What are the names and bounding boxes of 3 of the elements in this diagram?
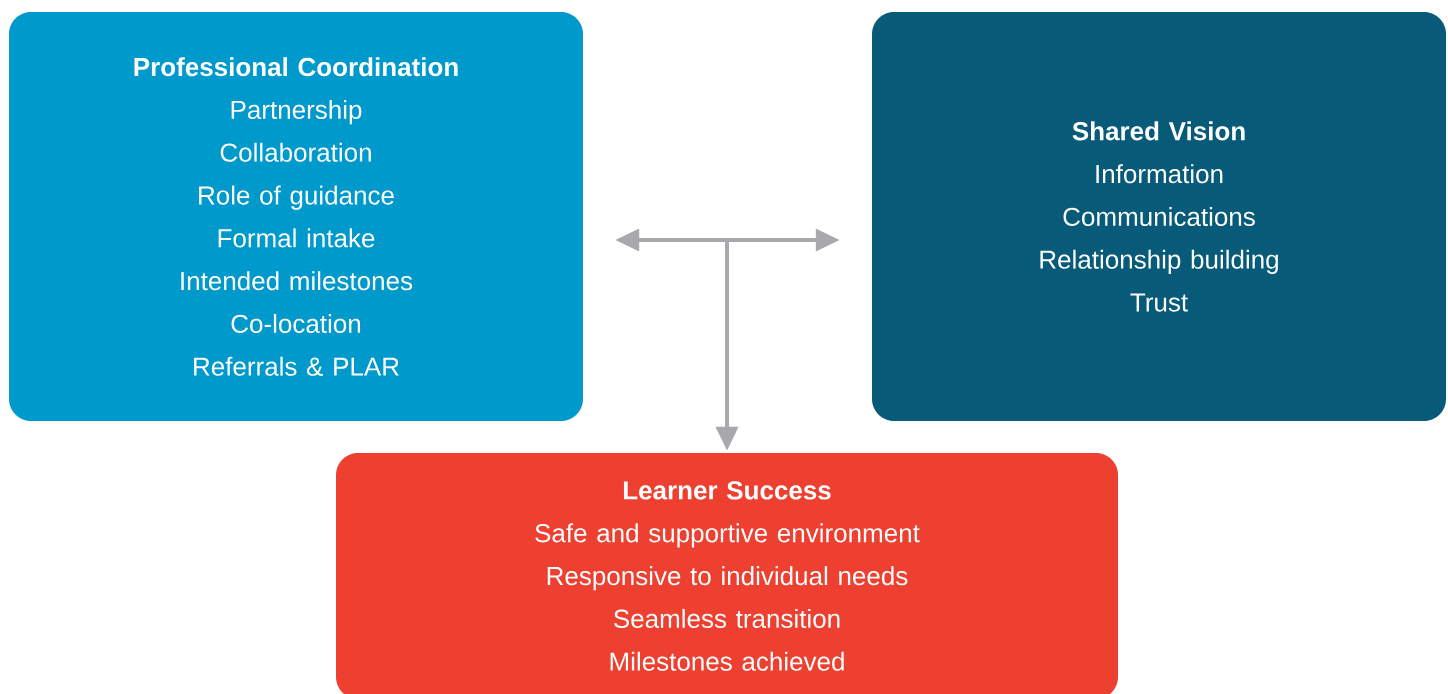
text-box: Shared Vision Information Communications Relationship building Trust: [872, 12, 1446, 421]
text-box: Professional Coordination Partnership Collaboration Role of guidance Formal intake Intended milestones Co-location Referrals & PLAR: [9, 12, 583, 421]
text-box: Learner Success Safe and supportive environment Responsive to individual needs Seamless transition Milestones achieved: [336, 453, 1118, 694]
